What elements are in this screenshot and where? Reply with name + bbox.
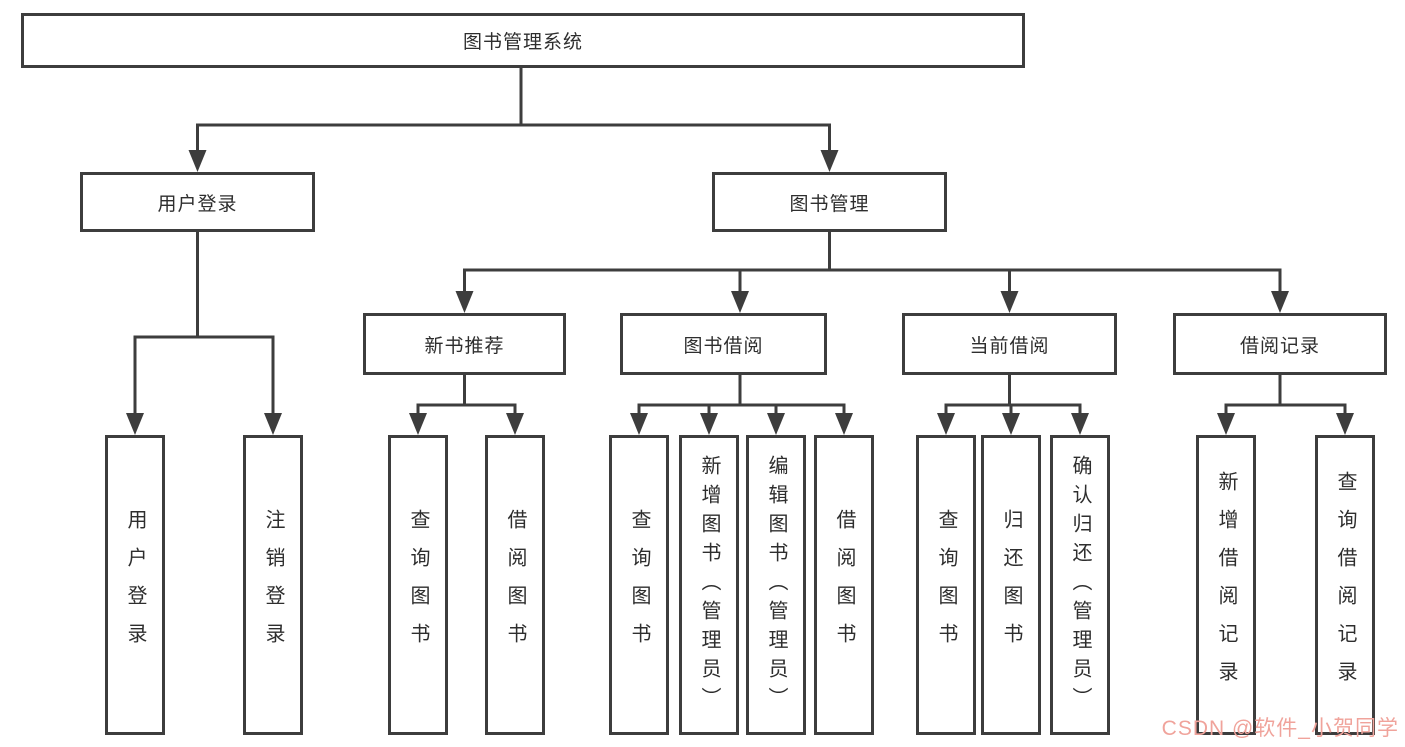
leaf-add-books-admin: 新增图书（管理员） xyxy=(679,435,739,735)
node-label: 当前借阅 xyxy=(969,335,1050,357)
node-borrowing-records: 借阅记录 xyxy=(1173,313,1387,375)
leaf-edit-books-admin: 编辑图书（管理员） xyxy=(746,435,806,735)
leaf-user-login: 用户登录 xyxy=(105,435,165,735)
leaf-label: 查询借阅记录 xyxy=(1334,471,1356,699)
node-book-borrowing: 图书借阅 xyxy=(620,313,827,375)
leaf-return-books: 归还图书 xyxy=(981,435,1041,735)
leaf-label: 归还图书 xyxy=(1000,509,1022,661)
leaf-confirm-return-admin: 确认归还（管理员） xyxy=(1050,435,1110,735)
node-user-login: 用户登录 xyxy=(80,172,315,232)
leaf-query-books-current: 查询图书 xyxy=(916,435,976,735)
node-label: 图书管理 xyxy=(789,193,870,215)
leaf-borrow-books: 借阅图书 xyxy=(814,435,874,735)
leaf-borrow-books-recommend: 借阅图书 xyxy=(485,435,545,735)
leaf-query-books-borrow: 查询图书 xyxy=(609,435,669,735)
leaf-logout: 注销登录 xyxy=(243,435,303,735)
leaf-add-borrow-record: 新增借阅记录 xyxy=(1196,435,1256,735)
leaf-label: 查询图书 xyxy=(935,509,957,661)
leaf-label: 确认归还（管理员） xyxy=(1069,454,1091,716)
node-label: 新书推荐 xyxy=(424,335,505,357)
node-new-book-recommend: 新书推荐 xyxy=(363,313,566,375)
leaf-label: 新增借阅记录 xyxy=(1215,471,1237,699)
node-label: 图书管理系统 xyxy=(462,32,583,53)
leaf-label: 借阅图书 xyxy=(833,509,855,661)
node-label: 借阅记录 xyxy=(1239,335,1320,357)
leaf-label: 新增图书（管理员） xyxy=(698,454,720,716)
csdn-watermark: CSDN @软件_小贺同学 xyxy=(1161,717,1399,740)
node-root-system: 图书管理系统 xyxy=(21,13,1025,68)
leaf-label: 借阅图书 xyxy=(504,509,526,661)
node-current-borrowing: 当前借阅 xyxy=(902,313,1117,375)
leaf-query-borrow-record: 查询借阅记录 xyxy=(1315,435,1375,735)
leaf-label: 查询图书 xyxy=(628,509,650,661)
leaf-label: 注销登录 xyxy=(262,509,284,661)
leaf-query-books-recommend: 查询图书 xyxy=(388,435,448,735)
node-label: 图书借阅 xyxy=(683,335,764,357)
node-label: 用户登录 xyxy=(157,193,238,215)
leaf-label: 查询图书 xyxy=(407,509,429,661)
node-book-management: 图书管理 xyxy=(712,172,947,232)
leaf-label: 用户登录 xyxy=(124,509,146,661)
leaf-label: 编辑图书（管理员） xyxy=(765,454,787,716)
